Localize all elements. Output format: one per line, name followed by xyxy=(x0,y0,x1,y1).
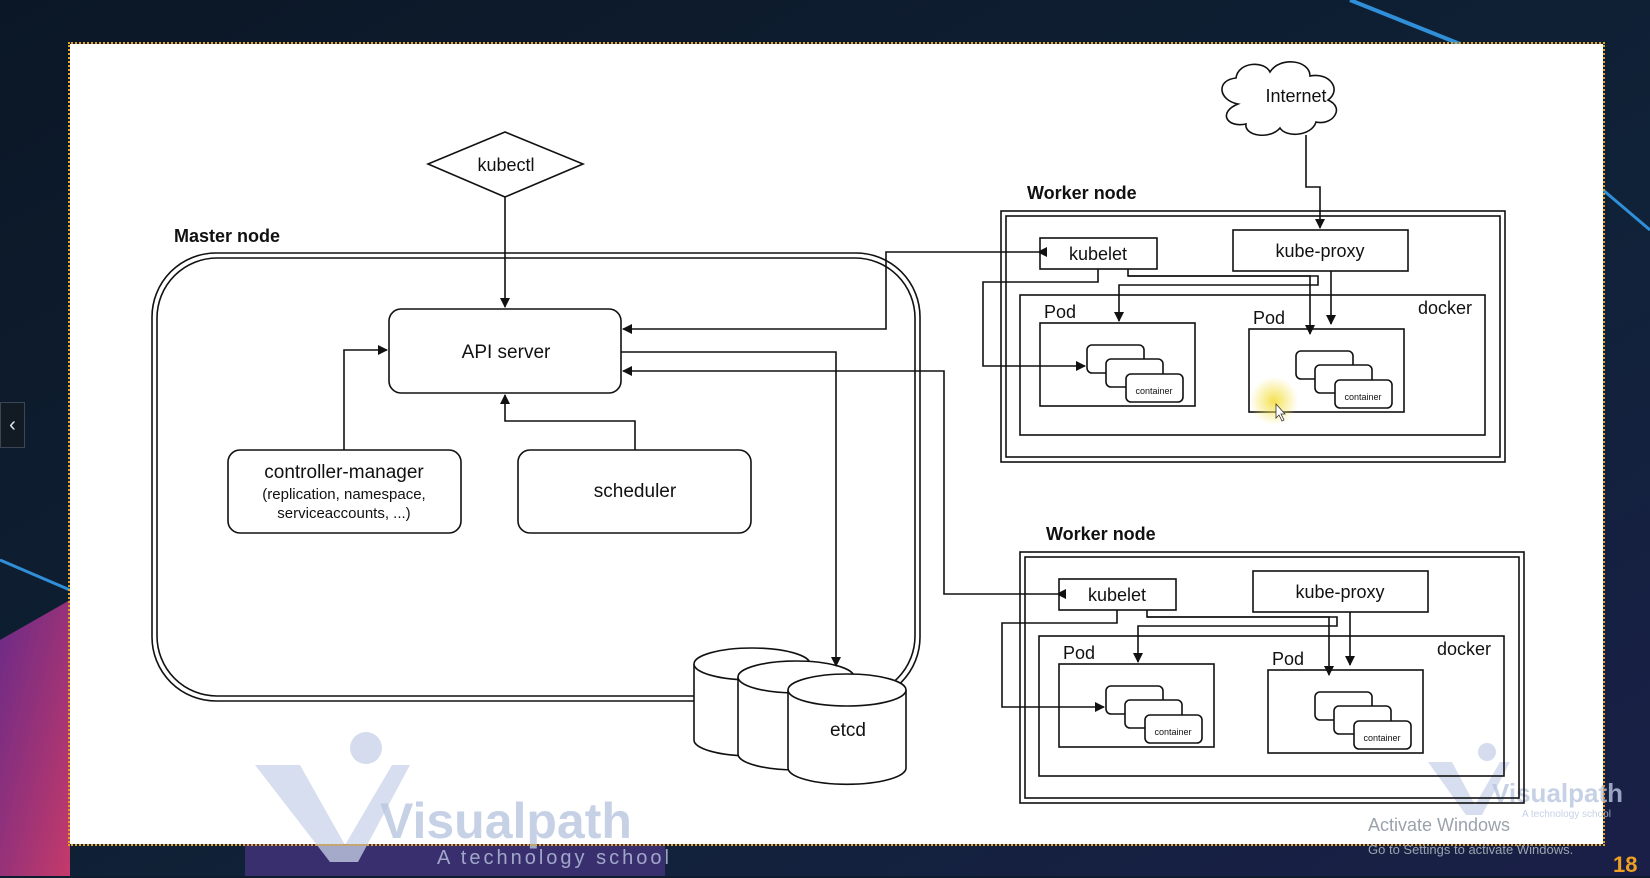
watermark-small-tagline: A technology school xyxy=(1522,809,1611,820)
worker-node-1-pod-2-container-label: container xyxy=(1344,392,1381,402)
activate-windows-subtitle: Go to Settings to activate Windows. xyxy=(1368,842,1574,857)
watermark-brand: Visualpath xyxy=(380,793,632,849)
worker-node-2-title: Worker node xyxy=(1046,524,1156,544)
visualpath-watermark: Visualpath A technology school xyxy=(255,732,672,869)
mouse-cursor-icon xyxy=(1275,402,1286,422)
etcd-label: etcd xyxy=(830,720,866,741)
worker-node-2-pod-1-box xyxy=(1058,663,1215,748)
internet-cloud-icon xyxy=(1221,61,1338,136)
worker-node-2-pod-2-containers xyxy=(1314,691,1412,750)
worker-node-2-outline-inner xyxy=(1024,556,1520,799)
worker-node-2-pod-2-container-label: container xyxy=(1363,733,1400,743)
activate-windows-title: Activate Windows xyxy=(1368,815,1511,835)
worker-node-2-pod-1-label: Pod xyxy=(1063,643,1095,663)
scheduler-label: scheduler xyxy=(594,481,677,502)
worker-node-1-pod-1-label: Pod xyxy=(1044,302,1076,322)
worker-node-2-docker-box xyxy=(1038,635,1505,777)
worker-node-1-docker-label: docker xyxy=(1418,298,1472,318)
worker-node-1-pod-2-box xyxy=(1248,328,1405,413)
worker-node-2-pod-1-container-label: container xyxy=(1154,727,1191,737)
worker-node-2-docker-label: docker xyxy=(1437,639,1491,659)
visualpath-watermark-small: Visualpath A technology school xyxy=(1428,743,1623,820)
worker-node-1-pod-2-containers xyxy=(1295,350,1393,409)
chevron-left-icon: ‹ xyxy=(9,413,16,436)
api-server-label: API server xyxy=(462,342,551,363)
slide-page-number: 18 xyxy=(1613,852,1638,877)
collapse-panel-button[interactable]: ‹ xyxy=(0,402,25,448)
worker-node-2-kubelet-label: kubelet xyxy=(1088,585,1146,605)
api-server-box xyxy=(388,308,622,394)
controller-manager-label: controller-manager xyxy=(264,462,424,483)
worker-node-1-kubelet-label: kubelet xyxy=(1069,244,1127,264)
controller-manager-detail-1: (replication, namespace, xyxy=(262,486,425,503)
worker-node-2-kube-proxy-box xyxy=(1252,570,1429,613)
worker-node-1-kube-proxy-label: kube-proxy xyxy=(1275,241,1364,261)
master-node-title: Master node xyxy=(174,226,280,246)
worker-node-1-docker-box xyxy=(1019,294,1486,436)
worker-node-1-pod-1-containers xyxy=(1086,344,1184,403)
worker-node-1-outline xyxy=(1000,210,1506,463)
worker-node-1-pod-2-label: Pod xyxy=(1253,308,1285,328)
internet-label: Internet xyxy=(1265,86,1326,106)
worker-node-2-pod-1-containers xyxy=(1105,685,1203,744)
controller-manager-detail-2: serviceaccounts, ...) xyxy=(277,505,410,522)
worker-node-1-title: Worker node xyxy=(1027,183,1137,203)
worker-node-1-pod-1-container-label: container xyxy=(1135,386,1172,396)
etcd-database-icon xyxy=(693,647,907,786)
worker-node-1-outline-inner xyxy=(1005,215,1501,458)
connector-arrows xyxy=(343,135,1355,712)
worker-node-1-kube-proxy-box xyxy=(1232,229,1409,272)
watermark-tagline: A technology school xyxy=(437,847,672,869)
worker-node-2-kube-proxy-label: kube-proxy xyxy=(1295,582,1384,602)
worker-node-1-pod-1-box xyxy=(1039,322,1196,407)
worker-node-2-pod-2-label: Pod xyxy=(1272,649,1304,669)
cursor-highlight xyxy=(1250,377,1298,425)
worker-node-2-outline xyxy=(1019,551,1525,804)
kubectl-label: kubectl xyxy=(477,155,534,175)
worker-node-2-pod-2-box xyxy=(1267,669,1424,754)
